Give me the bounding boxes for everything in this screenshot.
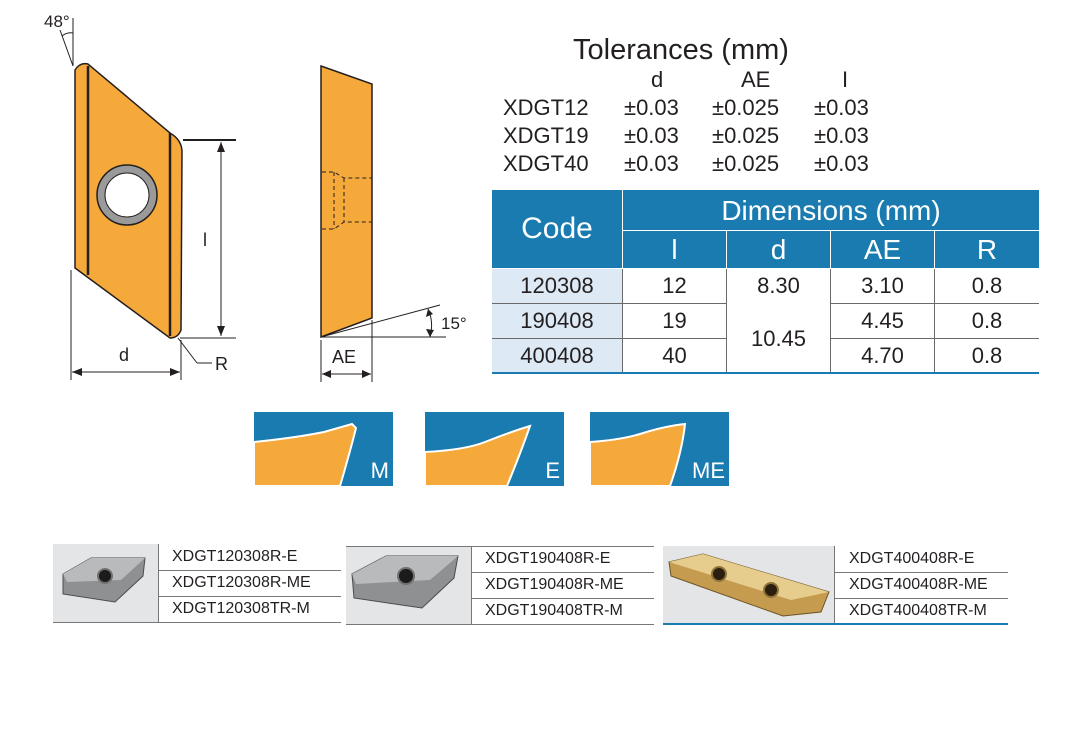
grid-line (830, 303, 1039, 304)
table-cell-l: 19 (662, 308, 687, 333)
tol-d: ±0.03 (624, 95, 679, 120)
table-cell-r: 0.8 (971, 308, 1003, 333)
insert-side-view (320, 64, 373, 339)
tol-d: ±0.03 (624, 151, 679, 176)
chip-breaker-e: E (424, 412, 564, 487)
silver-insert-icon (62, 557, 146, 603)
product-code: XDGT400408R-E (849, 550, 975, 567)
profile-label: M (370, 458, 389, 483)
product-photo (53, 544, 158, 622)
table-cell-r: 0.8 (971, 343, 1003, 368)
table-cell-code: 190408 (492, 304, 622, 338)
chip-breaker-me: ME (589, 412, 729, 487)
table-cell-d: 8.30 (757, 273, 800, 298)
table-cell-l: 40 (662, 343, 687, 368)
product-code: XDGT120308R-ME (172, 574, 311, 591)
profile-label: ME (692, 458, 725, 483)
product-photo (346, 546, 471, 624)
tol-header-i: I (842, 67, 849, 92)
grid-line (726, 269, 727, 373)
product-code: XDGT190408R-ME (485, 576, 624, 593)
dimensions-group-header: Dimensions (mm) (623, 190, 1039, 230)
grid-line (934, 269, 935, 373)
grid-line (492, 338, 727, 339)
product-code: XDGT120308TR-M (172, 600, 310, 617)
gold-insert-icon (668, 553, 830, 617)
dim-d-label: d (119, 345, 129, 365)
product-code: XDGT120308R-E (172, 548, 298, 565)
tol-i: ±0.03 (814, 123, 869, 148)
tol-header-d: d (651, 67, 664, 92)
tol-ae: ±0.025 (712, 151, 780, 176)
product-code: XDGT400408TR-M (849, 602, 987, 619)
tol-model: XDGT19 (503, 123, 589, 148)
grid-line (830, 338, 1039, 339)
code-header: Code (492, 190, 622, 268)
product-code: XDGT190408R-E (485, 550, 611, 567)
table-cell-ae: 3.10 (861, 273, 904, 298)
grid-line (622, 269, 623, 373)
tol-ae: ±0.025 (712, 95, 780, 120)
chip-breaker-m: M (253, 412, 393, 487)
dimensions-table: Code Dimensions (mm) l d AE R 120308 12 … (492, 190, 1039, 374)
subheader-ae: AE (831, 231, 934, 268)
product-photo (663, 546, 834, 624)
silver-insert-icon (351, 555, 459, 609)
tol-model: XDGT12 (503, 95, 589, 120)
dim-ae-label: AE (332, 347, 356, 367)
subheader-r: R (935, 231, 1039, 268)
tol-i: ±0.03 (814, 95, 869, 120)
table-cell-d-merged: 10.45 (750, 326, 807, 351)
subheader-l: l (623, 231, 726, 268)
tol-header-ae: AE (741, 67, 771, 92)
table-bottom-border (492, 372, 1039, 374)
tol-model: XDGT40 (503, 151, 589, 176)
dim-l-label: l (203, 230, 207, 250)
grid-line (492, 303, 727, 304)
product-group: XDGT120308R-E XDGT120308R-ME XDGT120308T… (53, 544, 341, 624)
product-group: XDGT190408R-E XDGT190408R-ME XDGT190408T… (346, 546, 654, 626)
angle-side-label: 15° (441, 314, 467, 333)
table-cell-ae: 4.70 (861, 343, 904, 368)
profile-label: E (545, 458, 560, 483)
tol-i: ±0.03 (814, 151, 869, 176)
subheader-d: d (727, 231, 830, 268)
product-code: XDGT190408TR-M (485, 602, 623, 619)
grid-line (830, 269, 831, 373)
tol-d: ±0.03 (624, 123, 679, 148)
table-cell-code: 120308 (492, 269, 622, 303)
profile-e-graphic (424, 412, 564, 487)
dim-r-label: R (215, 354, 228, 374)
profile-me-graphic (589, 412, 729, 487)
table-cell-l: 12 (662, 273, 687, 298)
tol-ae: ±0.025 (712, 123, 780, 148)
table-cell-r: 0.8 (971, 273, 1003, 298)
product-group: XDGT400408R-E XDGT400408R-ME XDGT400408T… (663, 546, 1008, 626)
tolerances-title: Tolerances (mm) (573, 34, 789, 66)
product-code: XDGT400408R-ME (849, 576, 988, 593)
table-cell-code: 400408 (492, 339, 622, 373)
angle-top-label: 48° (44, 12, 70, 31)
table-cell-ae: 4.45 (861, 308, 904, 333)
insert-technical-drawing: 48° l d R 15° AE (44, 12, 467, 382)
profile-m-graphic (253, 412, 393, 487)
